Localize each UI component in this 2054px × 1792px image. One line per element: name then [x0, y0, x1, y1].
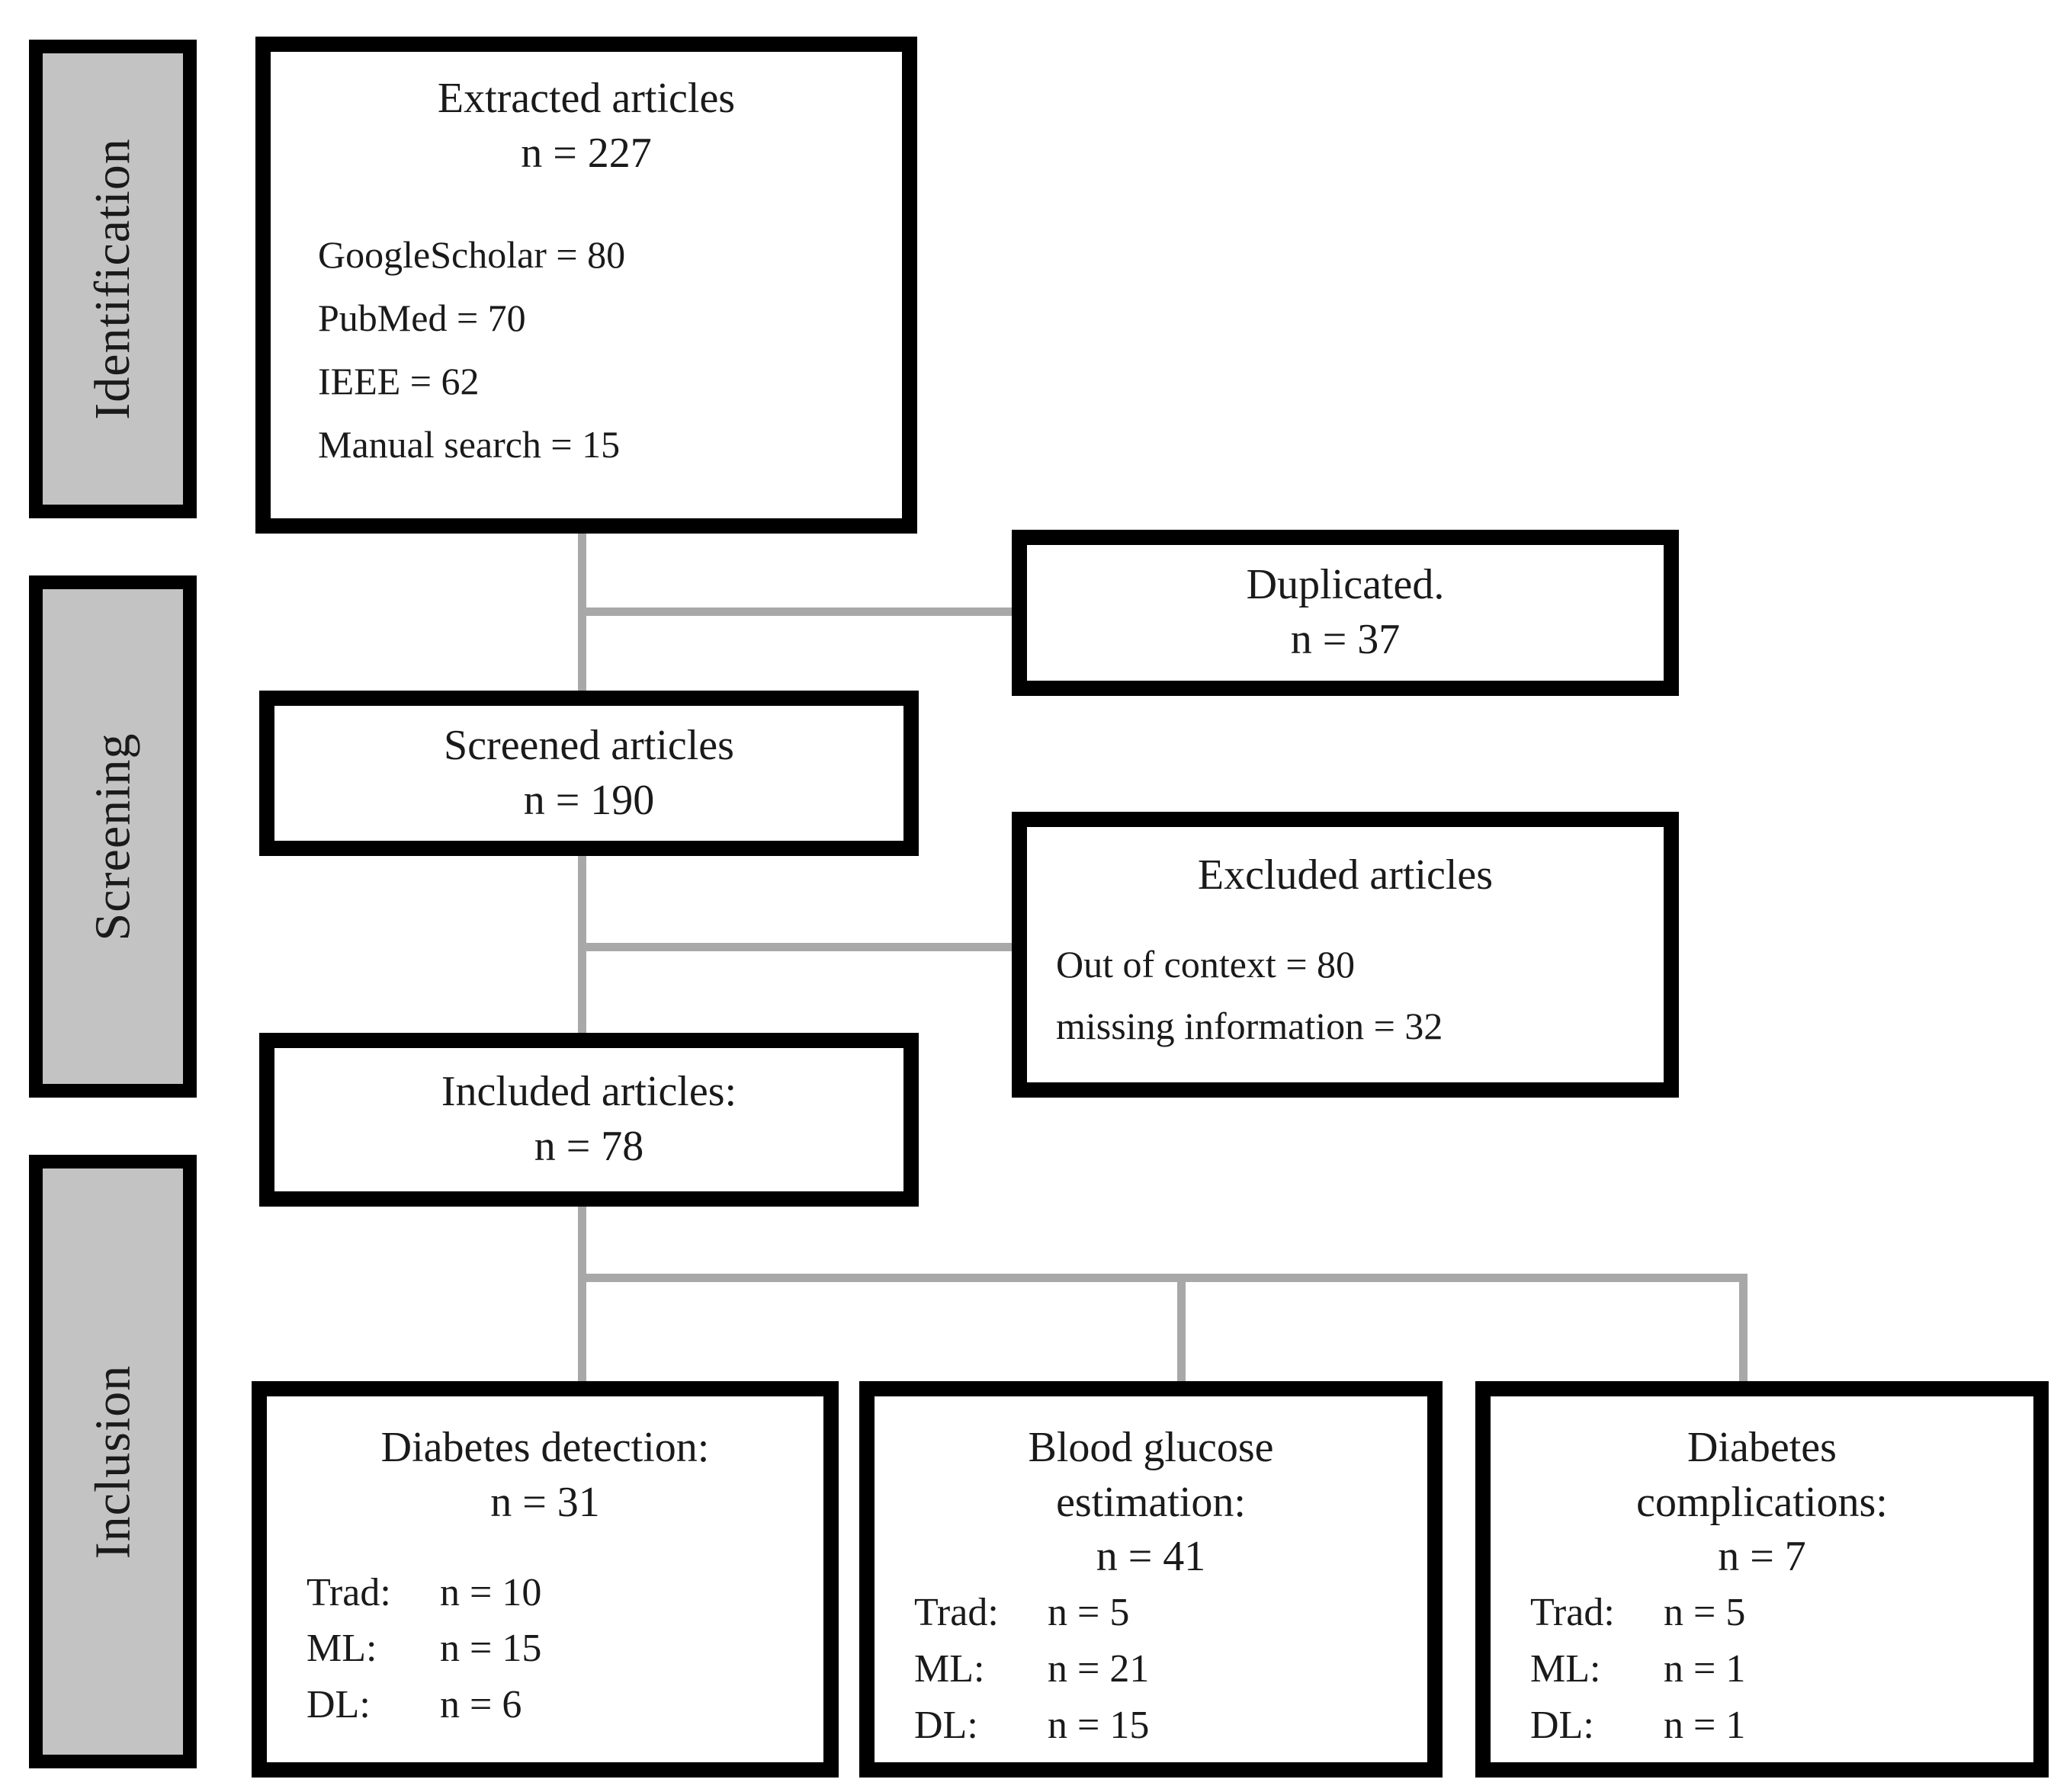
- source-manual-search: Manual search = 15: [318, 423, 621, 466]
- stat-label-dl: DL:: [1530, 1703, 1594, 1747]
- stat-row: ML: n = 21: [914, 1641, 1427, 1697]
- stat-value-trad: n = 10: [440, 1570, 542, 1614]
- extracted-title: Extracted articles: [437, 75, 736, 122]
- excluded-title: Excluded articles: [1197, 851, 1494, 899]
- excluded-reason-missing-information: missing information = 32: [1056, 1004, 1443, 1047]
- stage-identification: Identification: [29, 40, 197, 518]
- stat-label-trad: Trad:: [306, 1570, 391, 1614]
- connector-drop-glucose: [1177, 1277, 1186, 1383]
- box-blood-glucose-estimation: Blood glucose estimation: n = 41 Trad: n…: [859, 1381, 1443, 1778]
- glucose-title-line1: Blood glucose: [1028, 1424, 1274, 1471]
- connector-branch-bottom: [578, 1274, 1748, 1282]
- connector-branch-duplicated: [582, 607, 1014, 616]
- stat-value-ml: n = 15: [440, 1627, 542, 1671]
- stat-row: Trad: n = 10: [306, 1565, 823, 1621]
- detection-title: Diabetes detection:: [380, 1424, 710, 1471]
- box-diabetes-complications: Diabetes complications: n = 7 Trad: n = …: [1475, 1381, 2049, 1778]
- stat-label-ml: ML:: [306, 1627, 377, 1671]
- stat-label-dl: DL:: [306, 1683, 371, 1727]
- glucose-count: n = 41: [1096, 1533, 1206, 1581]
- included-count: n = 78: [534, 1123, 644, 1170]
- duplicated-title: Duplicated.: [1246, 561, 1445, 609]
- stat-label-ml: ML:: [914, 1646, 985, 1691]
- stage-screening: Screening: [29, 575, 197, 1098]
- extracted-count: n = 227: [521, 129, 652, 177]
- box-duplicated: Duplicated. n = 37: [1012, 530, 1679, 696]
- stat-row: Trad: n = 5: [1530, 1585, 2033, 1641]
- complications-title-line2: complications:: [1636, 1478, 1888, 1526]
- complications-title-line1: Diabetes: [1687, 1424, 1837, 1471]
- source-ieee: IEEE = 62: [318, 360, 480, 403]
- stat-row: ML: n = 15: [306, 1620, 823, 1677]
- included-title: Included articles:: [441, 1068, 737, 1116]
- glucose-stats: Trad: n = 5 ML: n = 21 DL: n = 15: [875, 1585, 1427, 1782]
- stat-row: DL: n = 15: [914, 1697, 1427, 1754]
- detection-count: n = 31: [490, 1478, 600, 1526]
- stat-value-ml: n = 21: [1048, 1646, 1150, 1691]
- stat-label-trad: Trad:: [1530, 1591, 1615, 1635]
- box-excluded-articles: Excluded articles Out of context = 80 mi…: [1012, 812, 1679, 1098]
- excluded-reason-out-of-context: Out of context = 80: [1056, 942, 1356, 986]
- excluded-reason-list: Out of context = 80 missing information …: [1027, 934, 1664, 1057]
- duplicated-count: n = 37: [1290, 616, 1401, 663]
- connector-branch-excluded: [582, 943, 1014, 951]
- box-diabetes-detection: Diabetes detection: n = 31 Trad: n = 10 …: [252, 1381, 839, 1778]
- stage-screening-label: Screening: [85, 733, 140, 941]
- stat-value-ml: n = 1: [1664, 1646, 1746, 1691]
- stat-value-trad: n = 5: [1048, 1591, 1130, 1635]
- complications-stats: Trad: n = 5 ML: n = 1 DL: n = 1: [1491, 1585, 2033, 1782]
- box-screened-articles: Screened articles n = 190: [259, 691, 919, 856]
- stat-row: ML: n = 1: [1530, 1641, 2033, 1697]
- source-google-scholar: GoogleScholar = 80: [318, 233, 626, 277]
- screened-count: n = 190: [523, 776, 655, 824]
- stat-label-ml: ML:: [1530, 1646, 1601, 1691]
- stat-value-dl: n = 1: [1664, 1703, 1746, 1747]
- detection-stats: Trad: n = 10 ML: n = 15 DL: n = 6: [267, 1565, 823, 1762]
- stat-label-trad: Trad:: [914, 1591, 999, 1635]
- stat-label-dl: DL:: [914, 1703, 978, 1747]
- stat-row: Trad: n = 5: [914, 1585, 1427, 1641]
- stat-value-trad: n = 5: [1664, 1591, 1746, 1635]
- complications-count: n = 7: [1718, 1533, 1806, 1581]
- stat-row: DL: n = 6: [306, 1677, 823, 1733]
- connector-spine-included-detection: [578, 1205, 586, 1383]
- box-included-articles: Included articles: n = 78: [259, 1033, 919, 1207]
- stage-inclusion-label: Inclusion: [85, 1364, 141, 1559]
- connector-drop-complications: [1739, 1277, 1748, 1383]
- source-pubmed: PubMed = 70: [318, 297, 526, 340]
- box-extracted-articles: Extracted articles n = 227 GoogleScholar…: [255, 37, 917, 534]
- stage-inclusion: Inclusion: [29, 1155, 197, 1768]
- stat-row: DL: n = 1: [1530, 1697, 2033, 1754]
- screened-title: Screened articles: [444, 721, 734, 769]
- stat-value-dl: n = 6: [440, 1683, 522, 1727]
- glucose-title-line2: estimation:: [1056, 1478, 1246, 1526]
- stage-identification-label: Identification: [85, 138, 140, 420]
- stat-value-dl: n = 15: [1048, 1703, 1150, 1747]
- extracted-source-list: GoogleScholar = 80 PubMed = 70 IEEE = 62…: [271, 223, 902, 476]
